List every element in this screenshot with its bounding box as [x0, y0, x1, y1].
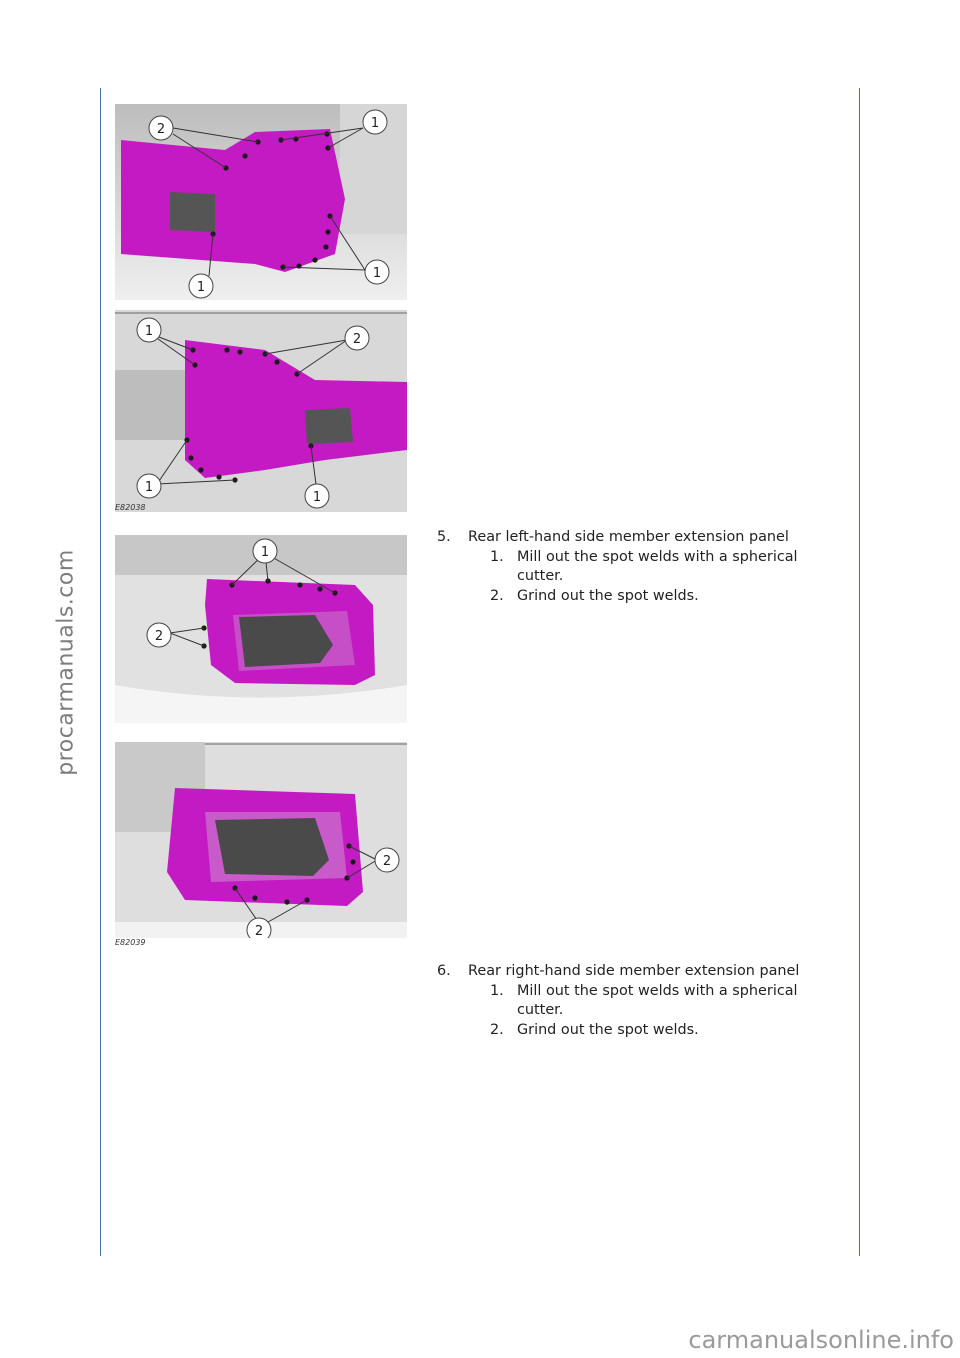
callout-1: 1 [373, 266, 381, 281]
step-number: 6. [437, 963, 451, 979]
step-number: 5. [437, 529, 451, 545]
callout-2: 2 [383, 854, 391, 869]
substep-text: Grind out the spot welds. [517, 588, 699, 604]
substep-text: Mill out the spot welds with a spherical… [517, 983, 798, 1018]
step-6: 6. Rear right-hand side member extension… [437, 962, 837, 1042]
callout-2: 2 [353, 332, 361, 347]
callout-2: 2 [255, 924, 263, 938]
figure-e82038-bottom: 1 2 1 1 E82038 [115, 310, 407, 512]
substep-number: 1. [490, 549, 504, 565]
callout-2: 2 [157, 122, 165, 137]
callout-1: 1 [197, 280, 205, 295]
right-margin-rule [859, 88, 860, 1256]
callout-2: 2 [155, 629, 163, 644]
callout-1: 1 [313, 490, 321, 505]
figure-e82039-top: 1 2 [115, 535, 407, 723]
side-watermark: procarmanuals.com [53, 549, 79, 776]
left-margin-rule [100, 88, 101, 1256]
callout-1: 1 [261, 545, 269, 560]
callout-1: 1 [145, 324, 153, 339]
figure-code: E82039 [115, 938, 146, 947]
substep-text: Mill out the spot welds with a spherical… [517, 549, 798, 584]
step-5: 5. Rear left-hand side member extension … [437, 528, 837, 608]
substep-number: 2. [490, 588, 504, 604]
substep-number: 2. [490, 1022, 504, 1038]
footer-watermark: carmanualsonline.info [688, 1326, 954, 1354]
substep-number: 1. [490, 983, 504, 999]
callout-1: 1 [145, 480, 153, 495]
figure-e82039-bottom: 2 2 E82039 [115, 742, 407, 952]
figure-e82038-top: 2 1 1 1 [115, 104, 407, 300]
substep-text: Grind out the spot welds. [517, 1022, 699, 1038]
step-title: Rear right-hand side member extension pa… [468, 963, 800, 979]
step-title: Rear left-hand side member extension pan… [468, 529, 789, 545]
figure-code: E82038 [115, 503, 146, 512]
callout-1: 1 [371, 116, 379, 131]
